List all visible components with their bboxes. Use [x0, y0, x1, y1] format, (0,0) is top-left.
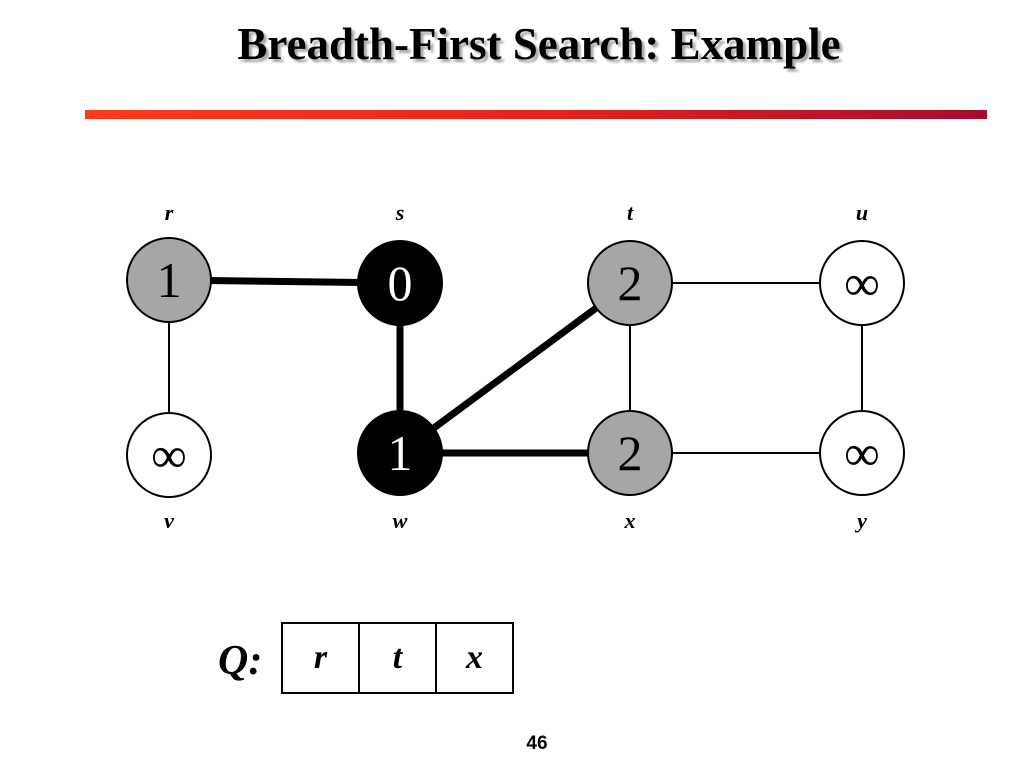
queue-label: Q:: [218, 638, 263, 684]
vertex-distance-v: ∞: [151, 427, 187, 483]
queue-cell: r: [313, 639, 328, 676]
vertex-distance-r: 1: [157, 252, 182, 308]
edge-w-t-tree: [397, 280, 633, 456]
vertex-circle-u: [819, 240, 905, 326]
vertex-t: 2t: [587, 200, 673, 326]
vertex-label-v: v: [164, 508, 174, 533]
vertex-u: ∞u: [819, 200, 905, 326]
vertex-w: 1w: [357, 410, 443, 533]
title-rule: [85, 110, 987, 119]
vertex-circle-x: [587, 410, 673, 496]
vertex-circle-y: [819, 410, 905, 496]
vertex-distance-t: 2: [618, 255, 643, 311]
queue-cell: t: [358, 624, 435, 692]
vertex-label-s: s: [395, 200, 405, 225]
vertex-label-x: x: [624, 508, 636, 533]
vertex-distance-w: 1: [388, 425, 413, 481]
vertex-distance-s: 0: [388, 255, 413, 311]
slide-title: Breadth-First Search: Example: [237, 19, 841, 69]
vertex-label-w: w: [393, 508, 408, 533]
vertex-r: 1r: [126, 200, 212, 323]
vertex-label-t: t: [627, 200, 634, 225]
vertex-label-u: u: [856, 200, 868, 225]
vertex-x: 2x: [587, 410, 673, 533]
queue-cell: x: [435, 624, 512, 692]
graph-edges: [168, 276, 863, 457]
vertex-circle-r: [126, 237, 212, 323]
vertex-distance-u: ∞: [844, 255, 880, 311]
vertex-distance-y: ∞: [844, 425, 880, 481]
vertex-circle-w: [357, 410, 443, 496]
vertex-y: ∞y: [819, 410, 905, 533]
vertex-label-r: r: [165, 200, 174, 225]
vertex-s: 0s: [357, 200, 443, 326]
queue: r t x: [281, 622, 514, 694]
vertex-distance-x: 2: [618, 425, 643, 481]
vertex-circle-t: [587, 240, 673, 326]
page-number: 46: [526, 733, 548, 754]
vertex-circle-s: [357, 240, 443, 326]
vertex-v: ∞v: [126, 412, 212, 533]
vertex-circle-v: [126, 412, 212, 498]
vertex-label-y: y: [854, 508, 867, 533]
